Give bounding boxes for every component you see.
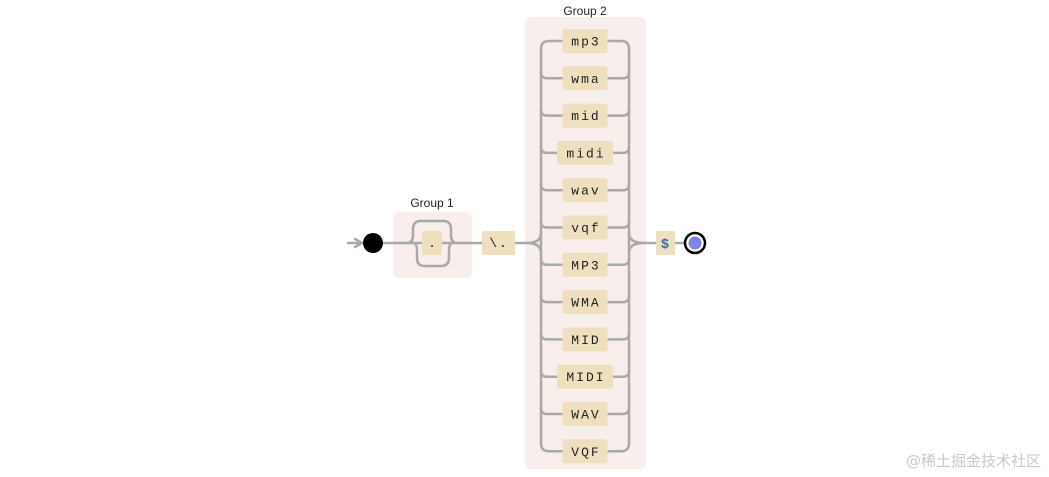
option-token-box: [562, 327, 608, 352]
option-token-box: [562, 252, 608, 277]
group-2-box: [525, 17, 646, 469]
option-token-box: [562, 290, 608, 315]
option-token-box: [562, 215, 608, 240]
option-token-box: [562, 103, 608, 128]
option-token-box: [562, 402, 608, 426]
escaped-dot-box: [482, 231, 515, 255]
group1-token: .: [428, 236, 438, 251]
option-token: midi: [566, 146, 605, 161]
option-token-box: [562, 29, 608, 53]
option-token-box: [557, 140, 613, 165]
alternation-entry: [525, 231, 543, 255]
option-token-box: [557, 364, 613, 389]
option-token: MP3: [571, 258, 600, 273]
entry-arrow-icon: [353, 237, 364, 249]
option-token: mp3: [571, 35, 600, 50]
option-token: vqf: [571, 221, 600, 236]
option-token: wav: [571, 184, 600, 199]
group-1-label: Group 1: [410, 196, 454, 210]
end-anchor-token: $: [661, 237, 669, 253]
option-token-box: [562, 178, 608, 203]
end-anchor-box: [656, 231, 675, 255]
option-token: WAV: [571, 408, 600, 423]
option-token: MID: [571, 333, 600, 348]
option-token: wma: [571, 72, 600, 87]
group1-token-box: [422, 231, 442, 255]
group-2-label: Group 2: [563, 4, 607, 18]
rails: [346, 219, 687, 268]
option-token: VQF: [571, 445, 600, 460]
start-node: [363, 233, 383, 253]
option-token: mid: [571, 109, 600, 124]
alternation-exit: [627, 231, 646, 255]
watermark: @稀土掘金技术社区: [905, 452, 1041, 470]
option-token-box: [562, 439, 608, 464]
option-token-box: [562, 66, 608, 91]
escaped-dot-token: \.: [489, 236, 509, 251]
end-node: [688, 236, 702, 250]
option-token: MIDI: [566, 370, 605, 385]
group1-repeat-loop: [411, 241, 455, 268]
group1-top-loop: [405, 219, 459, 245]
option-token: WMA: [571, 296, 600, 311]
